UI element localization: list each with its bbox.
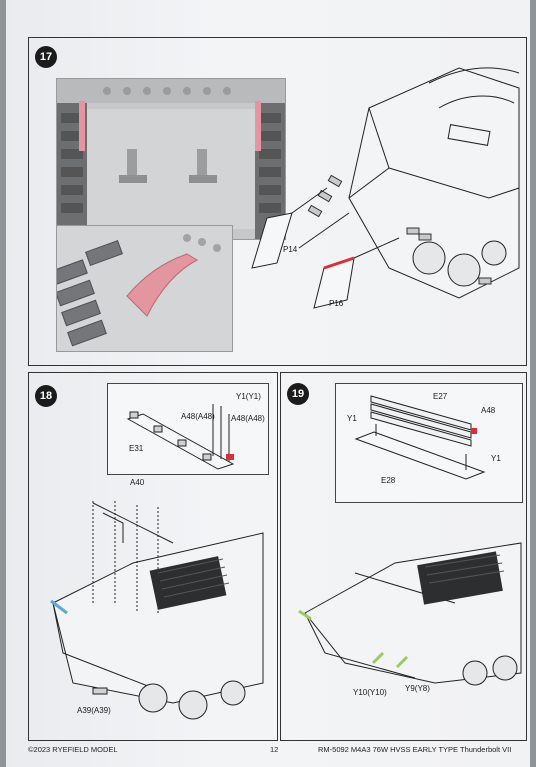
part-label-a39: A39(A39) <box>77 706 111 715</box>
step-17-photo-track <box>56 225 233 352</box>
part-label-e31: E31 <box>129 444 144 453</box>
footer-copyright: ©2023 RYEFIELD MODEL <box>28 745 118 754</box>
part-label-y9: Y9(Y8) <box>405 684 430 693</box>
part-p14-drawing <box>251 187 328 269</box>
part-label-y10: Y10(Y10) <box>353 688 387 697</box>
part-label-a40: A40 <box>130 478 145 487</box>
step-19-panel: 19 E27 Y1 A48 Y1 E28 <box>280 372 527 741</box>
part-label-y1-right: Y1 <box>491 454 501 463</box>
part-label-y1-left: Y1 <box>347 414 357 423</box>
step-18-inset <box>107 383 269 475</box>
step-19-number: 19 <box>287 383 309 405</box>
footer-product-name: RM-5092 M4A3 76W HVSS EARLY TYPE Thunder… <box>318 745 512 754</box>
hull-photo-drawing <box>57 79 285 239</box>
step-19-inset <box>335 383 523 503</box>
part-label-p16: P16 <box>329 299 344 308</box>
part-label-e27: E27 <box>433 392 448 401</box>
step-17-hull-drawing <box>298 67 520 299</box>
footer-page-number: 12 <box>270 745 279 754</box>
part-label-a48: A48 <box>481 406 496 415</box>
step-18-number: 18 <box>35 385 57 407</box>
instruction-page: 17 <box>6 0 530 767</box>
part-label-e28: E28 <box>381 476 396 485</box>
step-18-inset-drawing <box>126 404 235 470</box>
step-19-inset-drawing <box>354 395 486 480</box>
step-19-hull-drawing <box>298 542 522 686</box>
step-17-number: 17 <box>35 46 57 68</box>
step-17-panel: 17 <box>28 37 527 366</box>
part-label-y1: Y1(Y1) <box>236 392 261 401</box>
step-18-hull-drawing <box>50 501 264 720</box>
part-p16-drawing <box>313 237 400 309</box>
track-photo-drawing <box>57 226 232 351</box>
part-label-p14: P14 <box>283 245 298 254</box>
step-17-photo-hull <box>56 78 286 240</box>
part-label-a48-left: A48(A48) <box>181 412 215 421</box>
part-label-a48-right: A48(A48) <box>231 414 265 423</box>
step-18-panel: 18 Y1(Y1) A48(A48) A48(A48) E31 A40 <box>28 372 278 741</box>
